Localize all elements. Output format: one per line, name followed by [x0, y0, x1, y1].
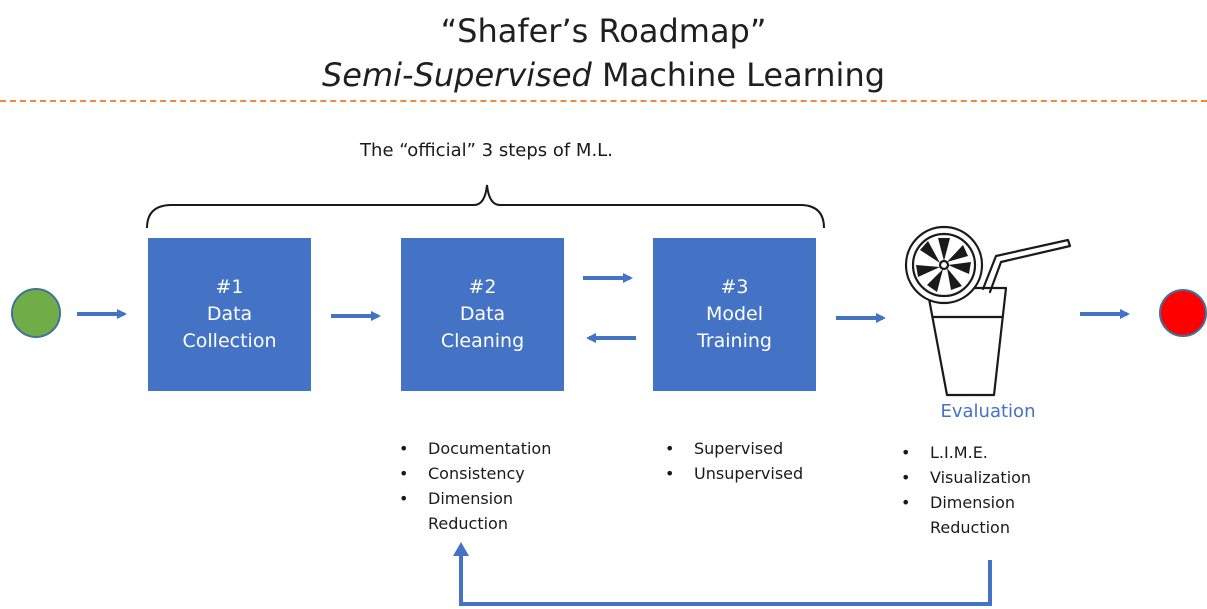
- step-box-data-collection: #1 Data Collection: [148, 238, 311, 391]
- list-item: Consistency: [397, 461, 551, 486]
- page-subtitle: Semi-Supervised Machine Learning: [0, 56, 1207, 94]
- step-label-line1: Model: [705, 303, 764, 325]
- step-label-line2: Cleaning: [440, 330, 525, 352]
- step-label-line1: Data: [206, 303, 253, 325]
- feedback-loop-arrow: [459, 554, 992, 606]
- page-title: “Shafer’s Roadmap”: [440, 12, 767, 50]
- list-item: L.I.M.E.: [899, 440, 1040, 465]
- brace-label: The “official” 3 steps of M.L.: [360, 140, 613, 161]
- step-number: #1: [215, 276, 244, 298]
- step-number: #2: [468, 276, 497, 298]
- list-item: Supervised: [663, 436, 803, 461]
- cleaning-bullet-list: Documentation Consistency Dimension Redu…: [397, 436, 551, 536]
- start-node: [11, 288, 61, 338]
- step-number: #3: [720, 276, 749, 298]
- end-node: [1159, 289, 1207, 337]
- curly-brace: [146, 184, 825, 229]
- list-item: Unsupervised: [663, 461, 803, 486]
- list-item: Documentation: [397, 436, 551, 461]
- step-label-line1: Data: [459, 303, 506, 325]
- list-item: Dimension Reduction: [397, 486, 538, 536]
- step-box-model-training: #3 Model Training: [653, 238, 816, 391]
- title-divider: [0, 100, 1207, 102]
- subtitle-rest: Machine Learning: [591, 56, 886, 94]
- evaluation-label: Evaluation: [940, 401, 1036, 422]
- feedback-loop-arrowhead: [453, 542, 469, 556]
- training-bullet-list: Supervised Unsupervised: [663, 436, 803, 486]
- list-item: Dimension Reduction: [899, 490, 1040, 540]
- step-label-line2: Collection: [182, 330, 277, 352]
- lemonade-glass-icon: [904, 225, 1072, 397]
- step-label-line2: Training: [697, 330, 772, 352]
- step-box-data-cleaning: #2 Data Cleaning: [401, 238, 564, 391]
- subtitle-italic: Semi-Supervised: [321, 56, 592, 94]
- evaluation-bullet-list: L.I.M.E. Visualization Dimension Reducti…: [899, 440, 1040, 540]
- list-item: Visualization: [899, 465, 1040, 490]
